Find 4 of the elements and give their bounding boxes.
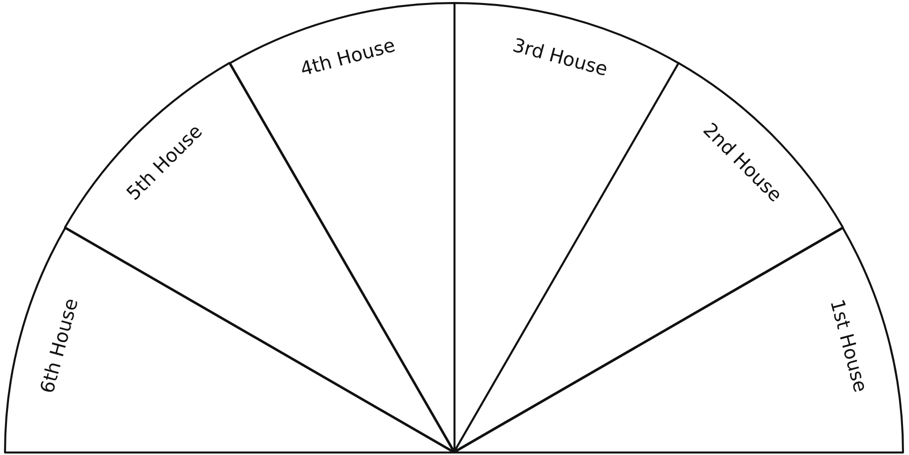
house-label: 3rd House xyxy=(510,36,609,80)
house-label: 6th House xyxy=(38,297,82,396)
house-label: 4th House xyxy=(299,36,398,80)
house-label: 1st House xyxy=(826,298,870,395)
